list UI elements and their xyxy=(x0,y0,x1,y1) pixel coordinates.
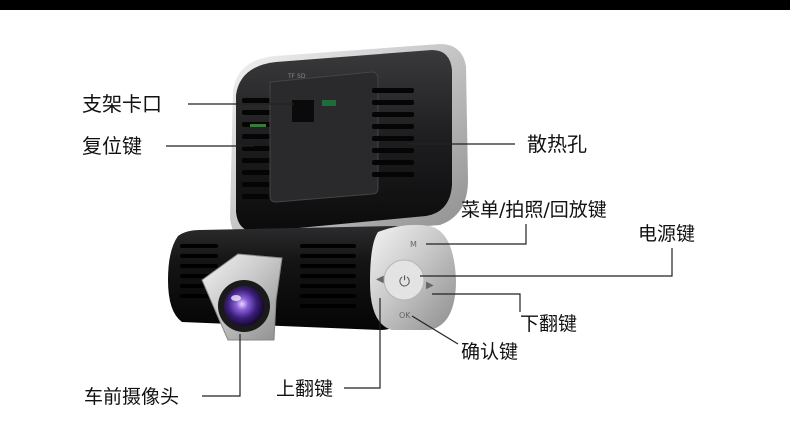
front-lens xyxy=(224,286,264,326)
reset-key-indicator xyxy=(250,124,266,127)
label-mount-slot: 支架卡口 xyxy=(82,92,162,116)
up-arrow-icon: ◀ xyxy=(376,274,384,285)
down-arrow-icon: ▶ xyxy=(426,280,434,291)
top-port-text: TF SD xyxy=(287,73,306,80)
label-down-key: 下翻键 xyxy=(520,313,578,335)
top-black-bar xyxy=(0,0,790,10)
label-front-camera: 车前摄像头 xyxy=(84,386,180,408)
mount-plate xyxy=(269,71,379,203)
label-vents: 散热孔 xyxy=(527,132,587,156)
label-up-key: 上翻键 xyxy=(276,378,334,400)
label-reset-key: 复位键 xyxy=(82,134,142,158)
lens-highlight xyxy=(231,295,241,301)
label-power-key: 电源键 xyxy=(638,223,696,245)
ok-button-mark: OK xyxy=(399,311,411,320)
label-menu-key: 菜单/拍照/回放键 xyxy=(461,199,607,221)
menu-button-mark: M xyxy=(410,240,417,249)
mount-slot xyxy=(292,100,314,122)
cylinder-vents xyxy=(180,244,356,308)
right-vents xyxy=(372,88,414,177)
label-ok-key: 确认键 xyxy=(461,341,519,363)
power-button[interactable] xyxy=(383,259,425,301)
mount-led xyxy=(322,100,336,106)
callout-lines xyxy=(166,103,673,397)
power-icon: ⏻ xyxy=(399,274,410,290)
